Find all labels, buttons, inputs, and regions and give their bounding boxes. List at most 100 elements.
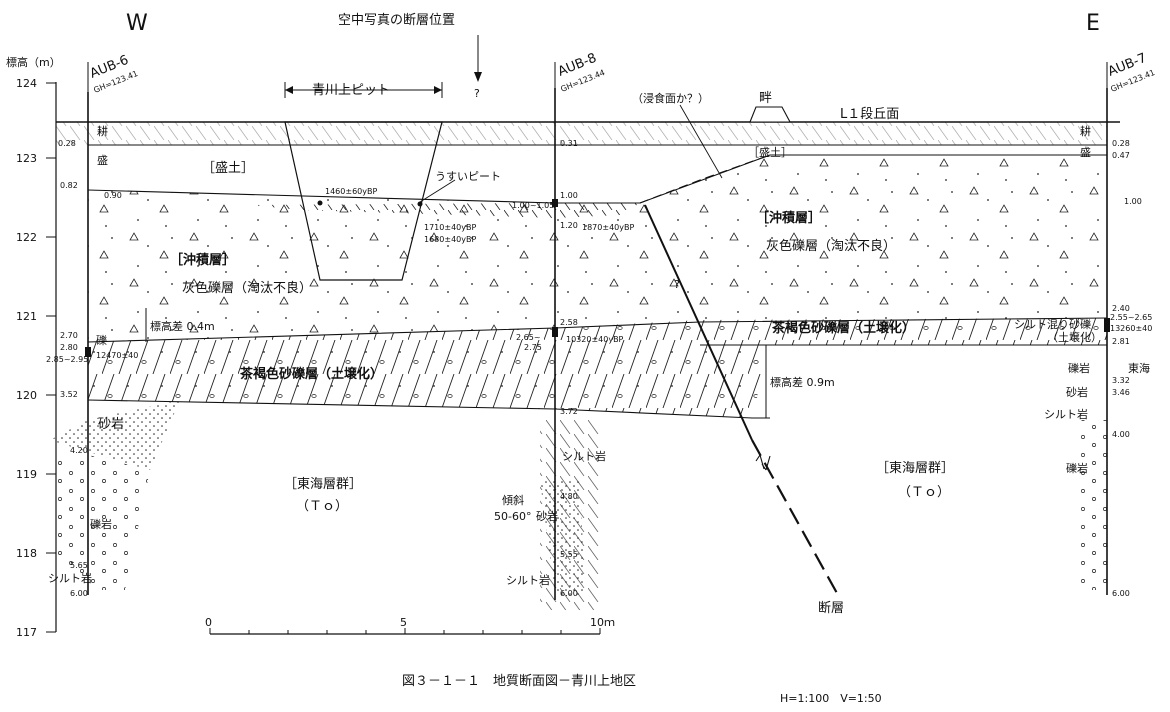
y-tick-119: 119 xyxy=(16,468,37,481)
thin-peat-label: うすいピート xyxy=(435,170,501,183)
depth-e-047: 0.47 xyxy=(1112,151,1130,160)
y-tick-118: 118 xyxy=(16,547,37,560)
depth-c-480: 4.80 xyxy=(560,492,578,501)
fault-line-solid xyxy=(644,204,753,441)
depth-e-600: 6.00 xyxy=(1112,589,1130,598)
sandstone-label-e: 砂岩 xyxy=(1066,385,1088,399)
sample-mark-w xyxy=(85,347,91,357)
gray-gravel-label-w: 灰色礫層（淘汰不良） xyxy=(182,280,312,296)
y-ticks xyxy=(46,82,56,633)
fault-arrow-down xyxy=(755,454,765,470)
sample-mark-c1 xyxy=(552,199,558,207)
terrace-label: L１段丘面 xyxy=(840,107,899,122)
sample-dot-1710 xyxy=(417,201,423,207)
depth-e-332: 3.32 xyxy=(1112,376,1130,385)
gray-gravel-label-e: 灰色礫層（淘汰不良） xyxy=(766,238,896,254)
ridge xyxy=(749,106,791,123)
depth-e-028: 0.28 xyxy=(1112,139,1130,148)
alluvium-label-e: ［沖積層］ xyxy=(756,210,821,226)
scale-5: 5 xyxy=(400,616,407,629)
depth-c-600: 6.00 xyxy=(560,589,578,598)
fault-line-dashed xyxy=(751,439,839,596)
fill-bracket-e: ［盛土］ xyxy=(748,145,792,159)
date-1680: 1680±40yBP xyxy=(424,235,476,244)
y-tick-121: 121 xyxy=(16,310,37,323)
dip-label-1: 傾斜 xyxy=(502,493,524,507)
date-1870: 1870±40yBP xyxy=(582,223,634,232)
dip-label-2: 50-60° xyxy=(494,510,531,523)
to-label-w: （Ｔｏ） xyxy=(296,499,348,514)
soil-paren-label: （土壌化） xyxy=(1047,330,1102,344)
depth-c-031: 0.31 xyxy=(560,139,578,148)
erosion-leader xyxy=(679,104,723,179)
brown-gravel-layer xyxy=(88,318,1107,418)
till-layer xyxy=(56,122,1107,145)
brown-gravel-base xyxy=(87,399,770,419)
gray-gravel-layer xyxy=(88,155,1107,342)
depth-e-240: 2.40 xyxy=(1112,304,1130,313)
y-tick-117: 117 xyxy=(16,626,37,639)
depth-w-285: 2.85~2.95 xyxy=(46,355,88,364)
depth-c-555: 5.55 xyxy=(560,550,578,559)
aerial-fault-label: 空中写真の断層位置 xyxy=(338,13,455,28)
aerial-fault-arrowhead xyxy=(474,72,482,82)
depth-e-346: 3.46 xyxy=(1112,388,1130,397)
till-label-w: 耕 xyxy=(97,124,108,138)
alluvium-base xyxy=(87,317,1108,343)
depth-w-090: 0.90 xyxy=(104,191,122,200)
sample-mark-e xyxy=(1104,318,1110,332)
depth-c-1005: 1.00~1.05 xyxy=(512,201,554,210)
alluvium-label-w: ［沖積層］ xyxy=(170,252,235,268)
silt-sand-gravel-label: シルト混り砂礫 xyxy=(1014,317,1091,331)
y-tick-124: 124 xyxy=(16,77,37,90)
sandstone-west xyxy=(50,400,180,470)
to-label-e: （Ｔｏ） xyxy=(898,485,950,500)
peat-leader xyxy=(419,179,456,203)
conglomerate-label-w: 礫岩 xyxy=(90,517,112,531)
figure-caption: 図３－１－１ 地質断面図－青川上地区 xyxy=(402,674,636,689)
depth-c-120: 1.20 xyxy=(560,221,578,230)
conglomerate-east xyxy=(1075,420,1107,590)
depth-w-565: 5.65 xyxy=(70,561,88,570)
date-1710: 1710±40yBP xyxy=(424,223,476,232)
siltstone-label-e: シルト岩 xyxy=(1044,407,1088,421)
sample-mark-c2 xyxy=(552,327,558,337)
date-10320: 10320±40yBP xyxy=(566,335,624,344)
peat-hatch-layer xyxy=(250,203,640,218)
fill-bracket-w: ［盛土］ xyxy=(202,161,254,176)
siltstone-label-w: シルト岩 xyxy=(48,571,92,585)
y-tick-120: 120 xyxy=(16,389,37,402)
depth-e-255: 2.55~2.65 xyxy=(1110,313,1152,322)
depth-w-600: 6.00 xyxy=(70,589,88,598)
brown-gravel-label-e: 茶褐色砂礫層（土壌化） xyxy=(772,320,915,336)
depth-c-275: 2.75 xyxy=(524,343,542,352)
scale-ratio: H=1:100 V=1:50 xyxy=(780,692,882,705)
scale-ticks xyxy=(209,628,601,634)
pit-question: ? xyxy=(474,87,480,100)
scale-0: 0 xyxy=(205,616,212,629)
height-diff-2-label: 標高差 0.9m xyxy=(770,375,835,389)
depth-w-270: 2.70 xyxy=(60,331,78,340)
depth-w-082: 0.82 xyxy=(60,181,78,190)
gravel-label-e: 礫岩 xyxy=(1068,361,1090,375)
depth-w-280: 2.80 xyxy=(60,343,78,352)
siltstone-label-c2: シルト岩 xyxy=(506,573,550,587)
depth-c-258: 2.58 xyxy=(560,318,578,327)
fill-label-w: 盛 xyxy=(97,153,108,167)
compass-west: W xyxy=(126,11,148,36)
depth-e-100: 1.00 xyxy=(1124,197,1142,206)
depth-c-372: 3.72 xyxy=(560,407,578,416)
date-12470: 12470±40 xyxy=(96,351,138,360)
sandstone-label-c: 砂岩 xyxy=(536,509,558,523)
compass-east: E xyxy=(1086,11,1100,36)
till-label-e: 耕 xyxy=(1080,124,1091,138)
fault-label: 断層 xyxy=(818,601,844,616)
y-axis-title: 標高（m） xyxy=(6,55,61,69)
erosion-label: （浸食面か？） xyxy=(632,91,709,105)
depth-c-100: 1.00 xyxy=(560,191,578,200)
pit-label: 青川上ピット xyxy=(312,83,390,98)
fault-question: ? xyxy=(674,278,680,291)
depth-c-265: 2.65~ xyxy=(516,333,541,342)
brown-gravel-label-w: 茶褐色砂礫層（土壌化） xyxy=(240,366,383,382)
scale-10: 10ｍ xyxy=(590,616,615,629)
